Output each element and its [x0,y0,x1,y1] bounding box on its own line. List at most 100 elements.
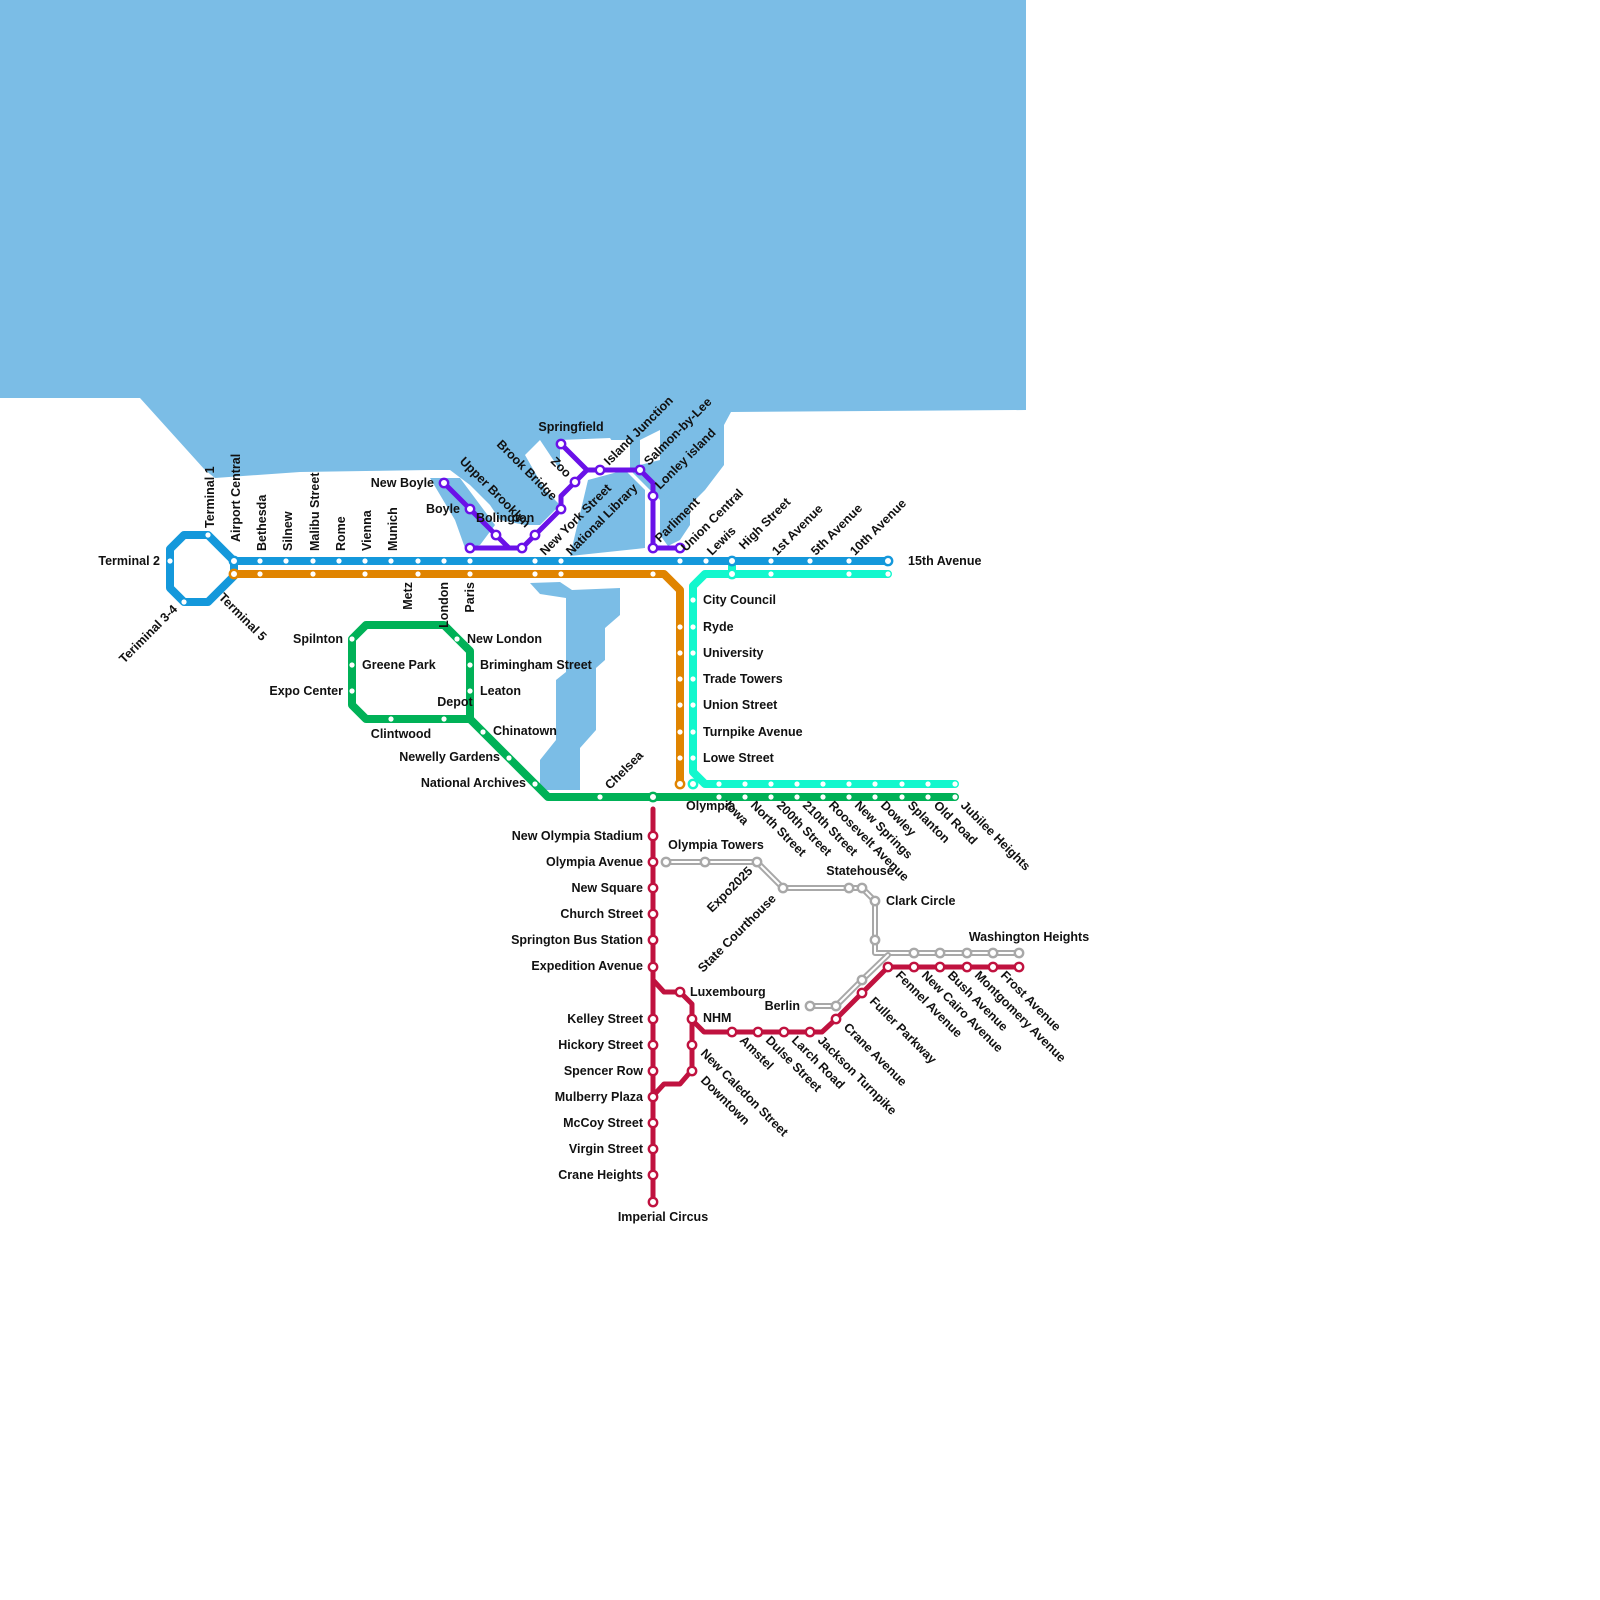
station-marker[interactable] [777,882,789,894]
station-marker[interactable] [726,568,738,580]
station-marker[interactable] [480,729,486,735]
station-marker[interactable] [205,532,211,538]
station-marker[interactable] [794,794,800,800]
station-marker[interactable] [647,1143,659,1155]
station-marker[interactable] [690,650,696,656]
station-marker[interactable] [569,476,581,488]
station-marker[interactable] [885,571,891,577]
station-marker[interactable] [987,947,999,959]
station-marker[interactable] [846,571,852,577]
station-marker[interactable] [869,895,881,907]
station-marker[interactable] [647,1091,659,1103]
station-marker[interactable] [674,986,686,998]
station-marker[interactable] [388,558,394,564]
station-marker[interactable] [726,555,738,567]
station-marker[interactable] [454,636,460,642]
station-marker[interactable] [677,702,683,708]
station-marker[interactable] [650,571,656,577]
station-marker[interactable] [529,529,541,541]
station-marker[interactable] [467,688,473,694]
station-marker[interactable] [690,702,696,708]
station-marker[interactable] [699,856,711,868]
station-marker[interactable] [807,558,813,564]
station-marker[interactable] [647,934,659,946]
station-marker[interactable] [257,558,263,564]
station-marker[interactable] [677,624,683,630]
station-marker[interactable] [467,558,473,564]
station-marker[interactable] [388,716,394,722]
station-marker[interactable] [751,856,763,868]
station-marker[interactable] [415,558,421,564]
station-marker[interactable] [686,1013,698,1025]
station-marker[interactable] [768,558,774,564]
station-marker[interactable] [362,571,368,577]
station-marker[interactable] [647,830,659,842]
station-marker[interactable] [597,794,603,800]
station-marker[interactable] [899,794,905,800]
station-marker[interactable] [686,1039,698,1051]
station-marker[interactable] [677,676,683,682]
station-marker[interactable] [687,778,699,790]
station-marker[interactable] [987,961,999,973]
station-marker[interactable] [846,558,852,564]
station-marker[interactable] [558,558,564,564]
station-marker[interactable] [856,987,868,999]
station-marker[interactable] [516,542,528,554]
station-marker[interactable] [872,794,878,800]
station-marker[interactable] [532,558,538,564]
station-marker[interactable] [467,662,473,668]
station-marker[interactable] [464,542,476,554]
station-marker[interactable] [846,794,852,800]
station-marker[interactable] [660,856,672,868]
station-marker[interactable] [506,755,512,761]
station-marker[interactable] [690,729,696,735]
station-marker[interactable] [349,688,355,694]
station-marker[interactable] [820,781,826,787]
station-marker[interactable] [869,934,881,946]
station-marker[interactable] [778,1026,790,1038]
station-marker[interactable] [690,624,696,630]
station-marker[interactable] [908,961,920,973]
station-marker[interactable] [804,1000,816,1012]
station-marker[interactable] [934,947,946,959]
station-marker[interactable] [677,650,683,656]
station-marker[interactable] [647,908,659,920]
station-marker[interactable] [438,477,450,489]
station-marker[interactable] [830,1013,842,1025]
station-marker[interactable] [690,597,696,603]
station-marker[interactable] [1013,961,1025,973]
station-marker[interactable] [742,781,748,787]
station-marker[interactable] [846,781,852,787]
station-marker[interactable] [310,571,316,577]
station-marker[interactable] [768,781,774,787]
station-marker[interactable] [1013,947,1025,959]
station-marker[interactable] [882,555,894,567]
station-marker[interactable] [742,794,748,800]
station-marker[interactable] [925,781,931,787]
station-marker[interactable] [908,947,920,959]
station-marker[interactable] [961,947,973,959]
station-marker[interactable] [362,558,368,564]
station-marker[interactable] [283,558,289,564]
station-marker[interactable] [804,1026,816,1038]
station-marker[interactable] [726,1026,738,1038]
station-marker[interactable] [674,778,686,790]
station-marker[interactable] [882,961,894,973]
station-marker[interactable] [843,882,855,894]
station-marker[interactable] [349,662,355,668]
station-marker[interactable] [647,1169,659,1181]
station-marker[interactable] [558,571,564,577]
station-marker[interactable] [647,490,659,502]
station-marker[interactable] [310,558,316,564]
station-marker[interactable] [167,558,173,564]
station-marker[interactable] [961,961,973,973]
station-marker[interactable] [555,503,567,515]
station-marker[interactable] [952,794,958,800]
station-marker[interactable] [441,716,447,722]
station-marker[interactable] [228,555,240,567]
station-marker[interactable] [674,542,686,554]
station-marker[interactable] [555,438,567,450]
station-marker[interactable] [532,781,538,787]
station-marker[interactable] [647,1013,659,1025]
station-marker[interactable] [677,729,683,735]
